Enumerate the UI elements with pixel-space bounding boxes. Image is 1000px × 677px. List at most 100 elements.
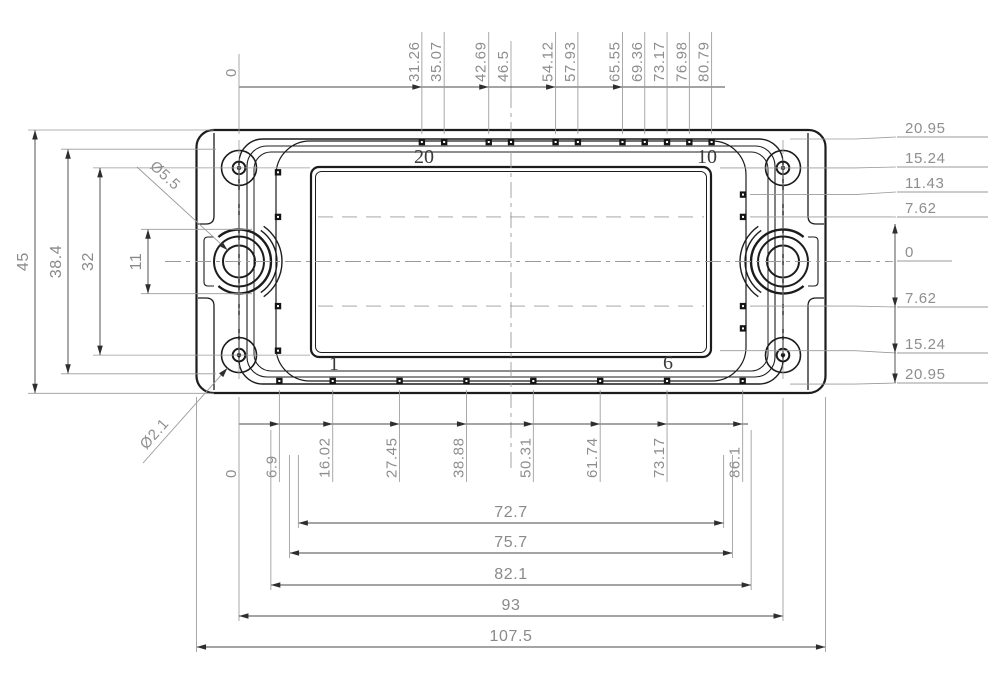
left-bushing-bulge-2 [263,225,283,298]
dim-arrow [773,613,784,619]
stack-dim-label: 107.5 [489,628,532,645]
pin-center [741,380,744,382]
top-dim-label: 69.36 [629,41,646,82]
top-dim-label: 31.26 [406,41,423,82]
pin-center [277,349,279,352]
stack-dim-label: 75.7 [494,534,528,551]
right-dim-label: 15.24 [905,150,946,167]
pin-center [576,141,579,143]
pin-center [742,193,744,196]
pin-center [487,141,490,143]
right-dim-label: 7.62 [905,290,937,307]
dim-arrow [65,149,71,159]
pin-number-top-right: 10 [697,146,717,168]
pin-center [643,141,646,143]
left-flange-top [198,133,215,225]
bottom-dim-label: 73.17 [651,437,668,478]
right-flange-bottom [807,297,824,390]
left-flange-bottom [198,297,215,390]
right-dim-leader [750,191,897,196]
pin-center [420,141,423,143]
right-dim-leader [720,166,897,169]
left-dim-label: 38.4 [48,245,65,279]
pin-center [443,141,446,143]
bottom-dim-label: 50.31 [517,437,534,478]
left-dim-label: 45 [15,252,32,271]
pin-number-top-left: 20 [414,146,434,168]
dim-arrow [892,373,898,383]
right-dim-label: 0 [905,244,914,261]
pin-center [599,380,602,382]
dim-arrow [298,520,308,526]
pin-center [710,141,713,143]
bottom-dim-label: 6.9 [263,455,280,478]
right-bushing-horseshoe [749,228,805,295]
top-dim-label: 35.07 [428,41,445,82]
pin-number-bottom-right: 6 [663,352,673,374]
dia-2-1-leader [142,367,228,464]
dim-arrow [479,84,489,90]
stack-dim-label: 82.1 [494,566,528,583]
dim-arrow [456,421,467,427]
dim-arrow [892,343,898,353]
right-dim-leader [790,136,897,140]
pin-center [532,380,535,382]
right-dim-label: 7.62 [905,200,937,217]
pin-center [277,215,279,218]
dim-arrow [323,421,333,427]
dim-arrow [270,582,281,588]
stack-dim-label: 72.7 [494,504,528,521]
right-dim-label: 11.43 [905,175,944,192]
bottom-dim-label: 61.74 [584,437,601,478]
top-dim-label: 73.17 [651,41,668,82]
dim-arrow [145,284,151,294]
bottom-dim-label: 16.02 [317,437,334,478]
pin-center [277,171,279,174]
hole-diameter-label-bushing: Ø5.5 [146,158,183,194]
right-dim-label: 15.24 [905,336,946,353]
dim-arrow [32,383,38,394]
dia-5-5-leader [136,166,228,251]
right-flange-top [807,133,824,225]
dim-arrow [196,644,207,650]
right-dim-label: 20.95 [905,120,946,137]
dim-arrow [722,550,733,556]
pin-center [742,215,744,218]
dim-arrow [741,582,752,588]
top-dim-origin-label: 0 [223,68,240,77]
pin-center [510,141,513,143]
left-dim-label: 11 [128,253,145,271]
top-dim-label: 54.12 [540,41,557,82]
dim-arrow [612,84,623,90]
bottom-dim-label: 86.1 [727,446,744,478]
centerlines [93,41,893,470]
pin-center [742,305,744,308]
dim-arrow [657,421,668,427]
dim-arrow [714,520,724,526]
top-dim-label: 80.79 [696,41,713,82]
dim-arrow [892,224,898,234]
pin-center [554,141,557,143]
pin-numbers: 20 10 1 6 [329,146,717,375]
dim-arrow [97,167,103,178]
top-dim-label: 65.55 [606,41,623,82]
dim-arrow [892,297,898,307]
dim-arrow [269,421,280,427]
pin-center [666,380,669,382]
dim-arrow [733,421,743,427]
pin-center [688,141,691,143]
pin-center [331,380,334,382]
right-dim-label: 20.95 [905,366,946,383]
pin-center [742,327,744,330]
dia-2-1-arrow [219,368,228,378]
dim-arrow [97,345,103,356]
top-dim-label: 57.93 [562,41,579,82]
pin-center [277,305,279,308]
stack-dim-label: 93 [502,597,521,614]
cavity-rect-inner [315,171,707,353]
dim-arrow [32,130,38,140]
pin-center [621,141,624,143]
